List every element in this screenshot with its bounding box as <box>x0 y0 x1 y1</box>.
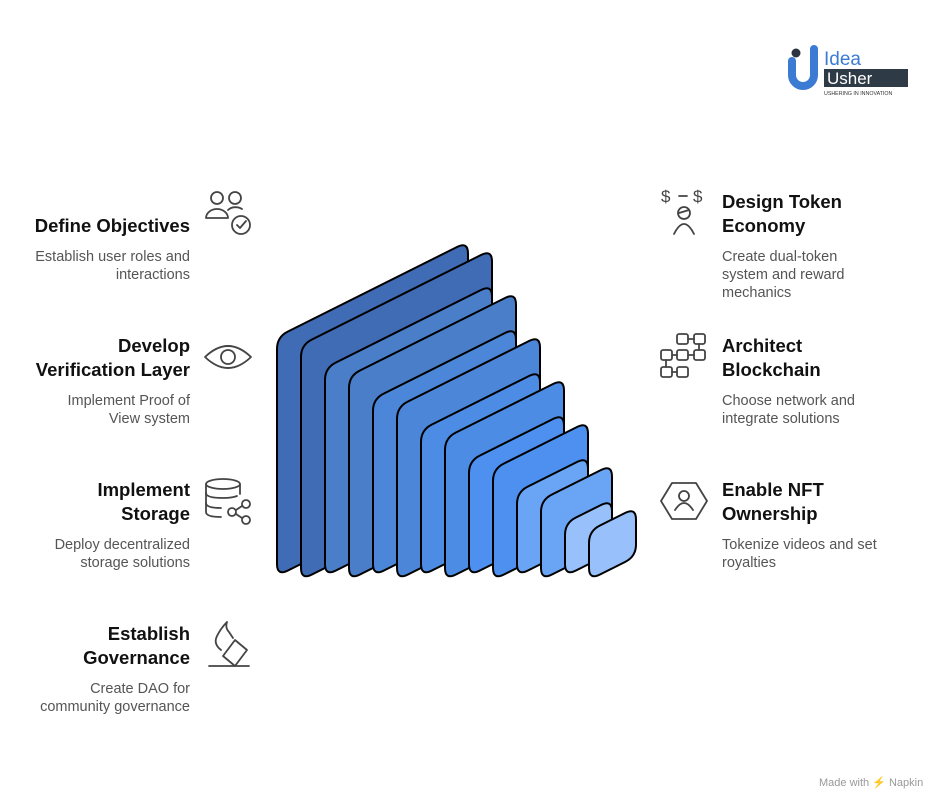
napkin-bolt-icon: ⚡ <box>872 777 886 789</box>
ballot-vote-icon <box>203 620 253 670</box>
step-define-objectives: Define Objectives Establish user roles a… <box>0 214 190 284</box>
stack-slab-7-front <box>588 510 637 578</box>
svg-text:$: $ <box>693 187 703 206</box>
svg-text:USHERING IN INNOVATION: USHERING IN INNOVATION <box>824 91 893 97</box>
eye-icon <box>203 333 253 383</box>
svg-text:Idea: Idea <box>824 49 861 70</box>
footer-text: Made with <box>819 777 870 789</box>
users-check-icon <box>203 188 253 238</box>
blockchain-nodes-icon <box>659 332 709 382</box>
token-exchange-user-icon: $$ <box>659 186 709 236</box>
hexagon-user-icon <box>659 476 709 526</box>
idea-usher-logo: Idea Usher USHERING IN INNOVATION <box>786 44 916 98</box>
svg-text:Usher: Usher <box>827 69 873 88</box>
database-share-icon <box>203 476 253 526</box>
step-title: Define Objectives <box>34 215 190 236</box>
footer-brand: Napkin <box>888 777 924 789</box>
made-with-napkin-footer: Made with ⚡ Napkin <box>819 776 923 789</box>
svg-text:$: $ <box>661 187 671 206</box>
